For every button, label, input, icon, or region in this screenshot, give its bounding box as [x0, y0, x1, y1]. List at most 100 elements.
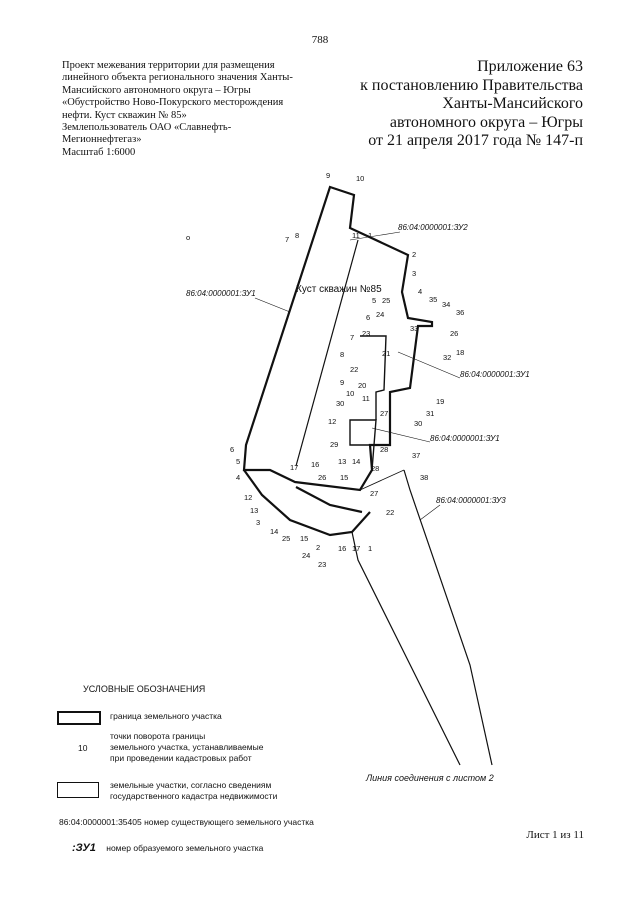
- legend-boundary-label: граница земельного участка: [110, 711, 222, 721]
- point-label: 9: [340, 378, 344, 387]
- legend-point-text: точки поворота границы земельного участк…: [110, 731, 263, 764]
- point-label: 34: [442, 300, 450, 309]
- project-line: Мансийского автономного округа – Югры: [62, 84, 251, 96]
- point-label: 18: [456, 348, 464, 357]
- legend-new: :ЗУ1 номер образуемого земельного участк…: [72, 843, 263, 854]
- legend-point-line: земельного участка, устанавливаемые: [110, 742, 264, 752]
- point-label: 3: [256, 518, 260, 527]
- appendix-line: Ханты-Мансийского: [442, 95, 583, 112]
- point-label: 32: [443, 353, 451, 362]
- project-line: Проект межевания территории для размещен…: [62, 60, 275, 71]
- point-label: 7: [285, 235, 289, 244]
- pad-boundary: [242, 185, 434, 492]
- legend-point-line: при проведении кадастровых работ: [110, 753, 252, 763]
- point-label: 2: [412, 250, 416, 259]
- pad-inner-cut: [360, 335, 387, 420]
- legend-cadastre-line: государственного кадастра недвижимости: [110, 791, 278, 801]
- point-label: 22: [350, 365, 358, 374]
- point-label: 12: [328, 417, 336, 426]
- point-label: 23: [362, 329, 370, 338]
- appendix-line: Приложение 63: [477, 58, 583, 75]
- point-label: 27: [370, 489, 378, 498]
- legend-cadastre-swatch: [57, 782, 99, 798]
- point-label: 23: [318, 560, 326, 569]
- point-label: 21: [382, 349, 390, 358]
- point-label: 6: [366, 313, 370, 322]
- appendix-line: автономного округа – Югры: [389, 113, 583, 131]
- point-label: 29: [330, 440, 338, 449]
- point-label: 15: [340, 473, 348, 482]
- road-left-edge: [351, 531, 461, 766]
- legend-existing-label: номер существующего земельного участка: [144, 817, 314, 827]
- point-label: 12: [244, 493, 252, 502]
- point-label: 1: [368, 544, 372, 553]
- point-label: 28: [380, 445, 388, 454]
- parcel-label-zu3: 86:04:0000001:ЗУ3: [436, 496, 506, 505]
- point-label: 4: [418, 287, 422, 296]
- point-label: 25: [282, 534, 290, 543]
- point-label: 5: [372, 296, 376, 305]
- stray-mark: о: [186, 233, 190, 242]
- point-label: 10: [346, 389, 354, 398]
- point-label: 10: [356, 174, 364, 183]
- leader-zu2: [349, 231, 401, 241]
- pad-inner-line: [295, 239, 359, 467]
- point-label: 15: [300, 534, 308, 543]
- point-label: 31: [426, 409, 434, 418]
- project-line: Масштаб 1:6000: [62, 146, 136, 158]
- point-label: 1: [368, 231, 372, 240]
- point-label: 26: [450, 329, 458, 338]
- legend-cadastre-text: земельные участки, согласно сведениям го…: [110, 780, 277, 802]
- point-labels: 9 10 7 8 11 1 2 3 4 35 34 5 25 6 24 36 3…: [230, 171, 464, 569]
- parcel-label-zu1-left: 86:04:0000001:ЗУ1: [186, 289, 256, 298]
- point-label: 8: [340, 350, 344, 359]
- point-label: 24: [376, 310, 384, 319]
- legend-title: УСЛОВНЫЕ ОБОЗНАЧЕНИЯ: [83, 684, 206, 694]
- point-label: 25: [382, 296, 390, 305]
- project-description: Проект межевания территории для размещен…: [62, 60, 307, 159]
- legend-point-line: точки поворота границы: [110, 731, 206, 741]
- point-label: 5: [236, 457, 240, 466]
- point-label: 22: [386, 508, 394, 517]
- parcel-label-zu1-right: 86:04:0000001:ЗУ1: [430, 434, 500, 443]
- legend-new-sample: :ЗУ1: [72, 842, 96, 854]
- legend-point-sample: 10: [78, 743, 88, 753]
- point-label: 8: [295, 231, 299, 240]
- point-label: 19: [436, 397, 444, 406]
- point-label: 6: [230, 445, 234, 454]
- point-label: 35: [429, 295, 437, 304]
- road-gap: [359, 469, 405, 491]
- point-label: 38: [420, 473, 428, 482]
- point-label: 17: [290, 463, 298, 472]
- pad-inner-step: [349, 419, 377, 471]
- point-label: 11: [362, 394, 370, 403]
- point-label: 33: [410, 324, 418, 333]
- sheet-counter: Лист 1 из 11: [526, 829, 584, 841]
- project-line: нефти. Куст скважин № 85»: [62, 109, 187, 121]
- appendix-line: от 21 апреля 2017 года № 147-п: [368, 132, 583, 149]
- legend-existing-sample: 86:04:0000001:35405: [59, 817, 142, 827]
- point-label: 30: [414, 419, 422, 428]
- link-to-sheet-2: Линия соединения с листом 2: [366, 773, 494, 783]
- leader-zu1-left: [254, 297, 291, 313]
- leader-zu3: [419, 504, 441, 521]
- project-line: Мегионнефтегаз»: [62, 134, 142, 146]
- point-label: 36: [456, 308, 464, 317]
- point-label: 16: [311, 460, 319, 469]
- point-label: 11: [352, 231, 360, 240]
- point-label: 3: [412, 269, 416, 278]
- project-line: «Обустройство Ново-Покурского месторожде…: [62, 97, 284, 109]
- point-label: 16: [338, 544, 346, 553]
- parcel-label-zu2: 86:04:0000001:ЗУ2: [398, 223, 468, 232]
- legend-new-label: номер образуемого земельного участка: [106, 843, 264, 853]
- point-label: 14: [270, 527, 278, 536]
- leader-zu1-r1: [397, 351, 461, 379]
- legend-cadastre-line: земельные участки, согласно сведениям: [110, 780, 272, 790]
- point-label: 17: [352, 544, 360, 553]
- parcel-label-zu1-right: 86:04:0000001:ЗУ1: [460, 370, 530, 379]
- project-line: линейного объекта регионального значения…: [62, 72, 293, 84]
- point-label: 13: [338, 457, 346, 466]
- point-label: 26: [318, 473, 326, 482]
- pad-boundary-inner: [295, 486, 363, 514]
